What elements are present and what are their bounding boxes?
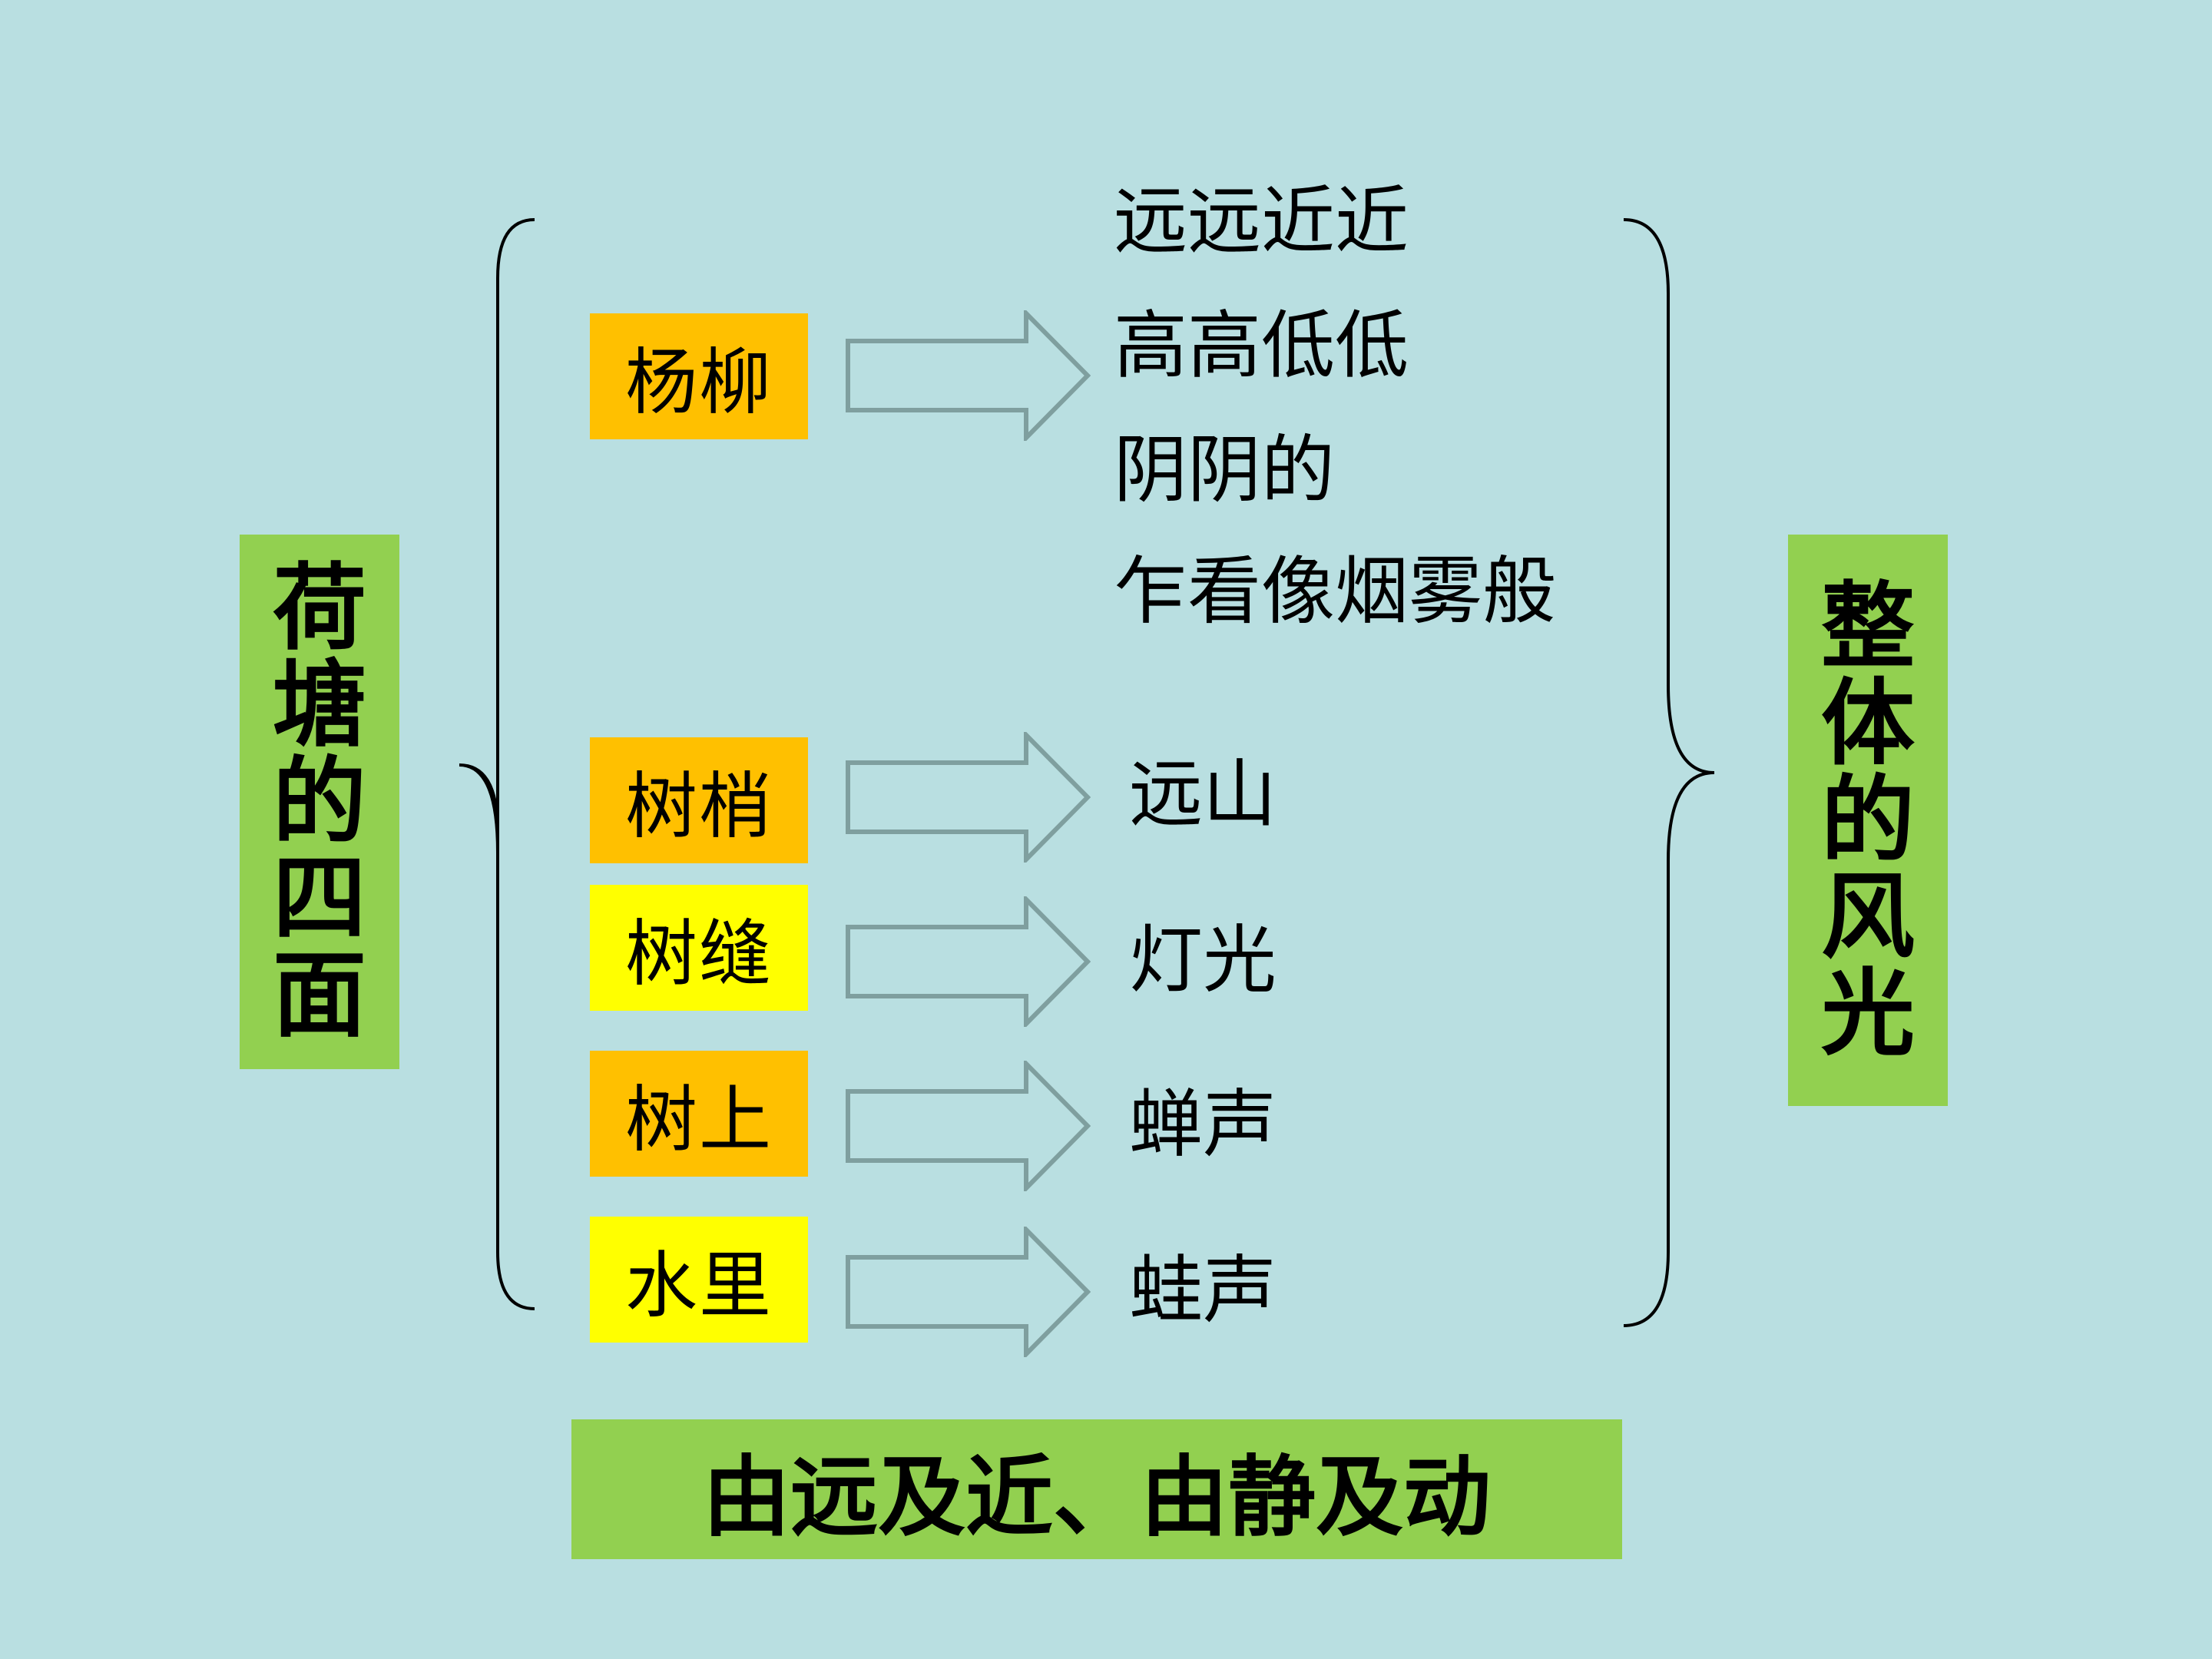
desc-shushang: 蝉声 — [1129, 1081, 1277, 1167]
desc-shuili: 蛙声 — [1129, 1247, 1277, 1333]
desc-yangliu-2: 高高低低 — [1114, 303, 1409, 389]
tag-shushang: 树上 — [590, 1051, 808, 1177]
tag-shufeng: 树缝 — [590, 885, 808, 1011]
left-title: 荷 塘 的 四 面 — [240, 535, 399, 1069]
arrow-icon — [846, 896, 1091, 1027]
left-title-box — [240, 535, 399, 1069]
right-title-char: 整 — [1821, 572, 1915, 681]
right-brace — [1623, 218, 1715, 1327]
left-brace — [459, 218, 535, 1310]
left-title-char: 面 — [273, 941, 366, 1050]
arrow-icon — [846, 1227, 1091, 1357]
right-title-char: 风 — [1821, 863, 1915, 972]
right-title-char: 的 — [1821, 766, 1915, 875]
left-title-char: 塘 — [273, 651, 366, 760]
desc-shushao: 远山 — [1129, 751, 1277, 837]
right-title-char: 体 — [1821, 669, 1915, 778]
desc-yangliu-4: 乍看像烟雾般 — [1114, 548, 1556, 634]
left-title-char: 的 — [273, 747, 366, 856]
desc-yangliu-3: 阴阴的 — [1114, 427, 1335, 513]
bottom-banner: 由远及近、由静及动 — [571, 1419, 1622, 1559]
desc-shufeng: 灯光 — [1129, 917, 1277, 1003]
desc-yangliu-1: 远远近近 — [1114, 178, 1409, 264]
arrow-icon — [846, 732, 1091, 863]
right-title: 整 体 的 风 光 — [1788, 535, 1948, 1106]
right-title-box — [1788, 535, 1948, 1106]
left-title-char: 荷 — [273, 554, 366, 663]
tag-shuili: 水里 — [590, 1217, 808, 1343]
arrow-icon — [846, 1061, 1091, 1191]
tag-shushao: 树梢 — [590, 737, 808, 863]
tag-yangliu: 杨柳 — [590, 313, 808, 439]
arrow-icon — [846, 310, 1091, 441]
left-title-char: 四 — [273, 844, 366, 953]
right-title-char: 光 — [1821, 959, 1915, 1068]
